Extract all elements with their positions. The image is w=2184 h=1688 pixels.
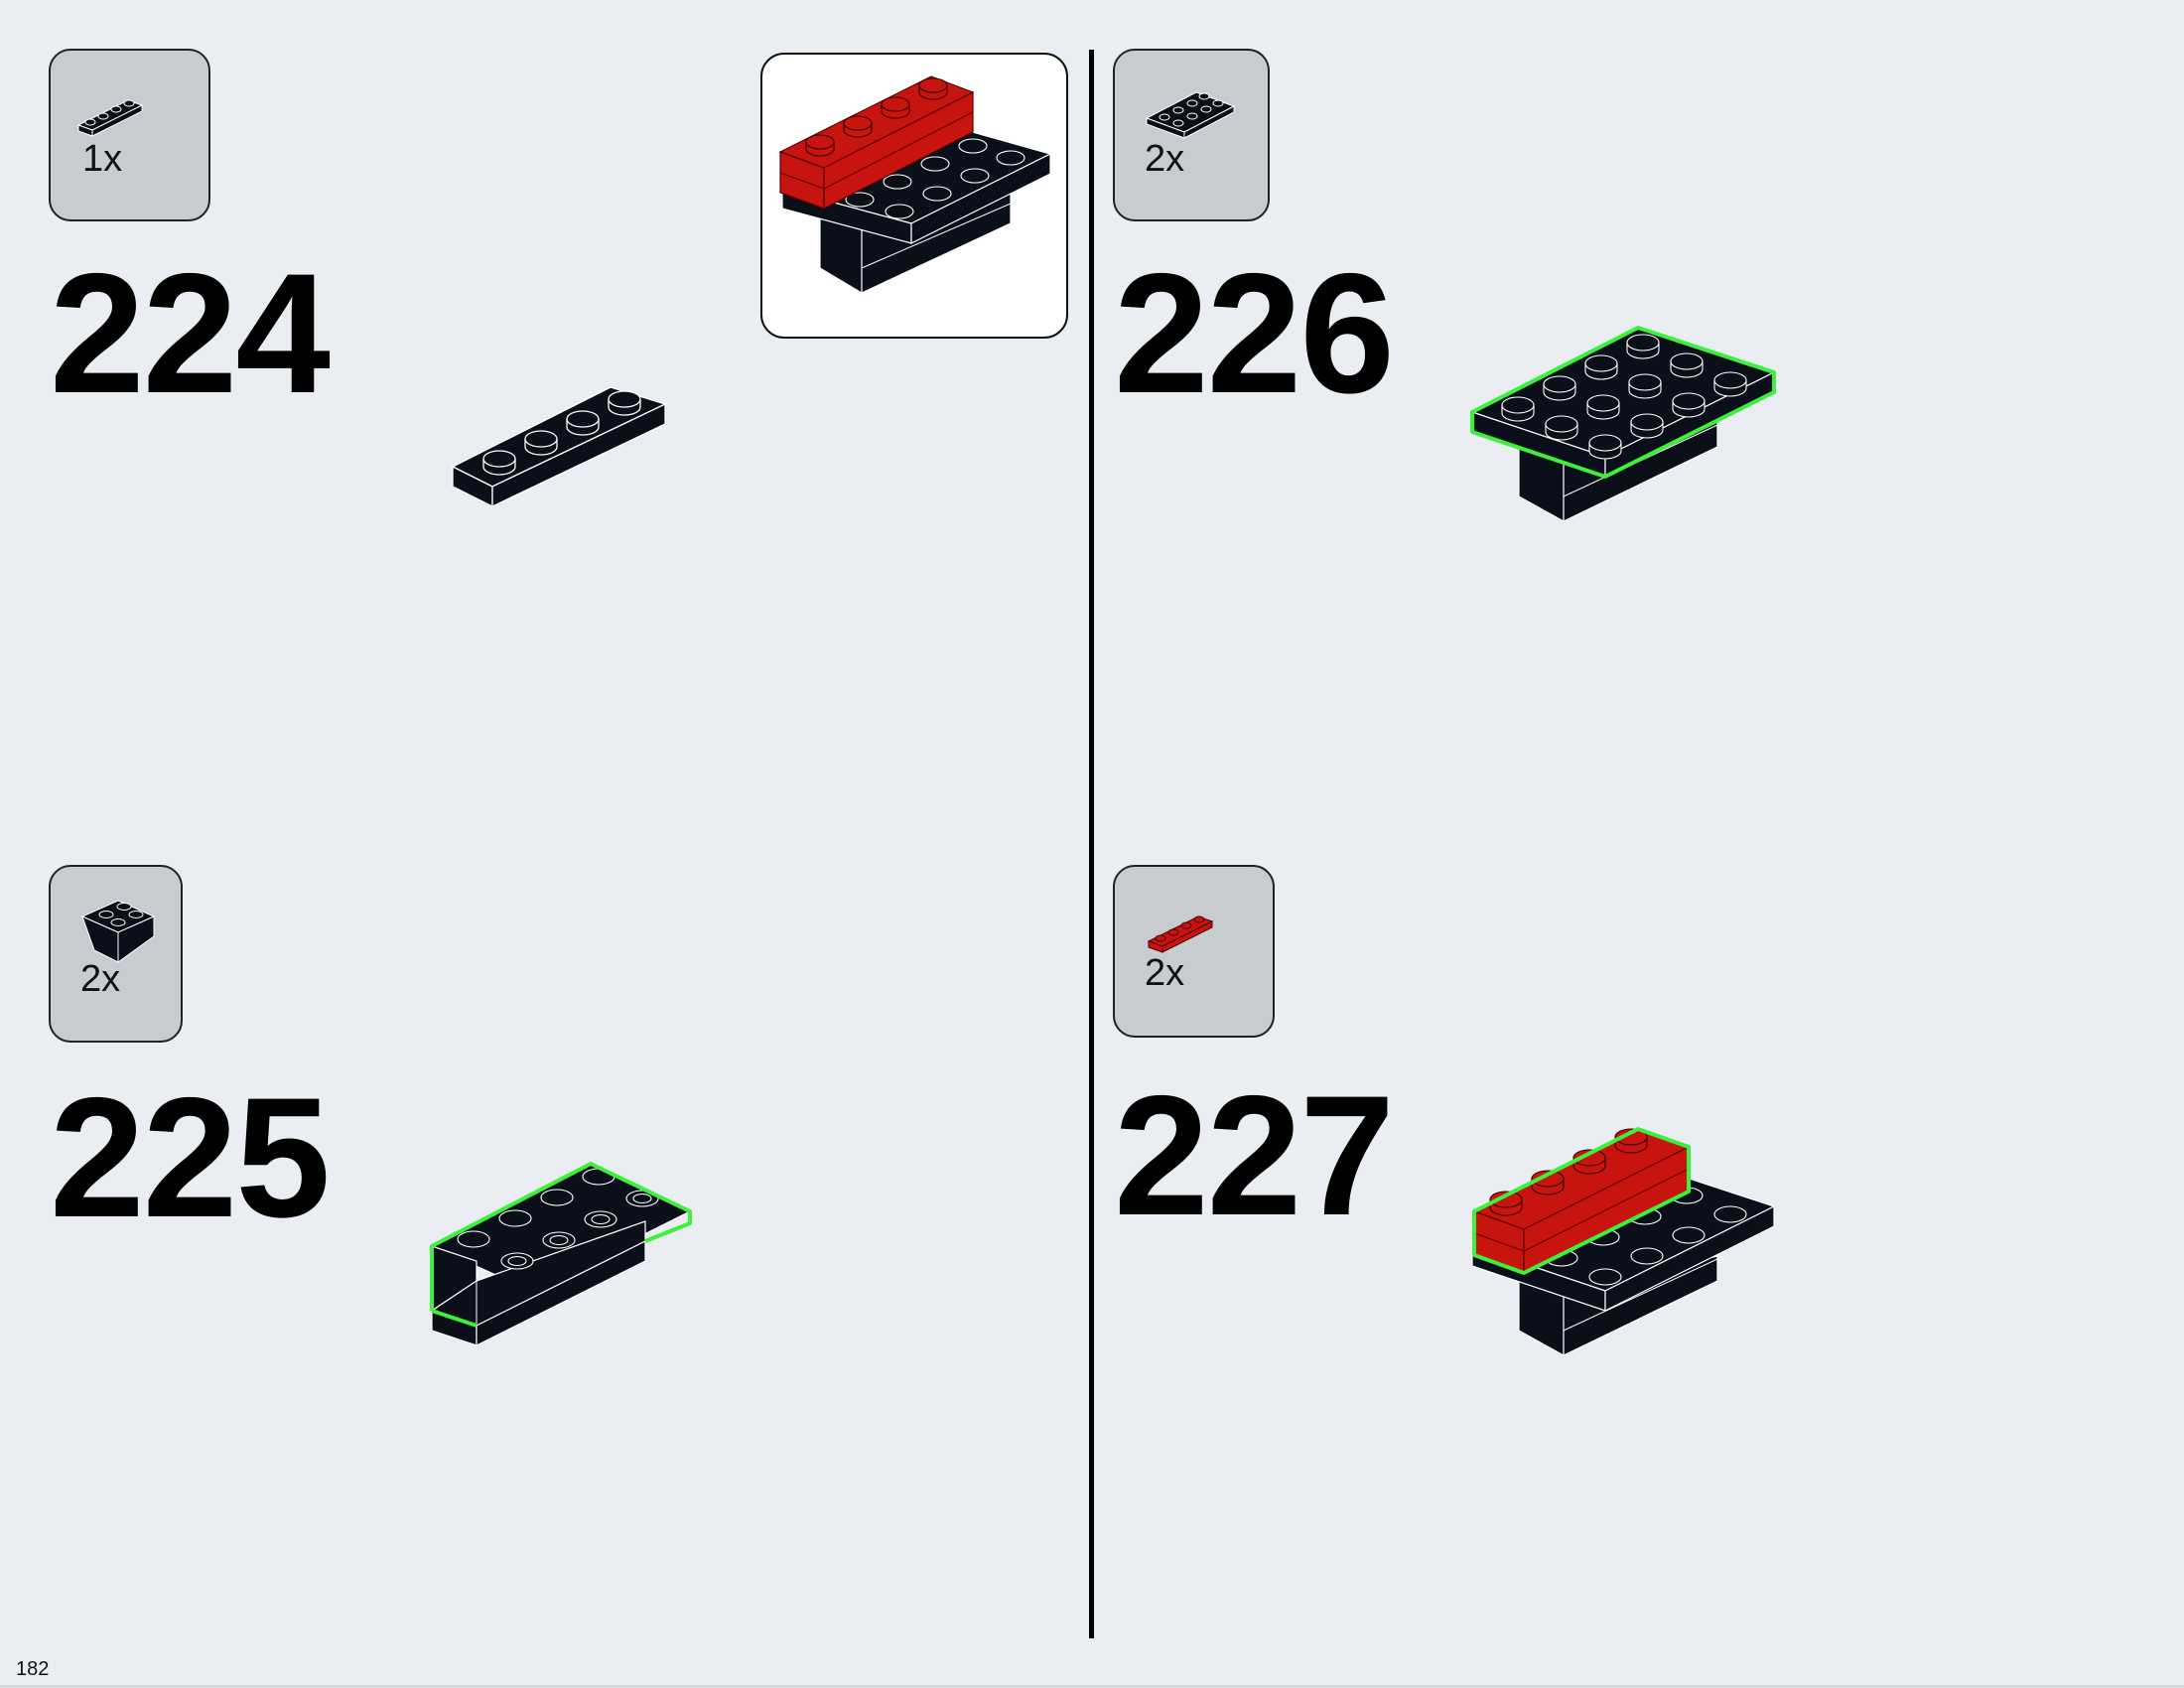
submodel-preview-box: [760, 53, 1068, 339]
step-225-model: [430, 1162, 692, 1346]
step-226-model: [1470, 326, 1776, 523]
black-2x3-plate-icon: [1145, 91, 1236, 139]
submodel-preview-image: [778, 75, 1052, 295]
step-227-model: [1470, 1127, 1776, 1357]
step-226-parts-box: 2x: [1113, 49, 1270, 221]
step-divider-line: [1089, 50, 1094, 1638]
red-1x4-plate-icon: [1147, 915, 1214, 953]
step-225-part-quantity: 2x: [80, 958, 121, 1000]
step-225-parts-box: 2x: [49, 865, 183, 1043]
step-225-number: 225: [50, 1062, 331, 1253]
step-227-number: 227: [1114, 1060, 1395, 1251]
step-226-number: 226: [1114, 238, 1395, 429]
step-227-parts-box: 2x: [1113, 865, 1275, 1038]
step-224-parts-box: 1x: [49, 49, 210, 221]
page-number: 182: [16, 1658, 50, 1680]
step-227-part-quantity: 2x: [1145, 952, 1185, 994]
step-224-part-quantity: 1x: [82, 138, 123, 180]
step-226-part-quantity: 2x: [1145, 138, 1185, 180]
page-bottom-edge: [0, 1685, 2184, 1688]
step-224-number: 224: [50, 238, 331, 429]
step-224-model: [451, 386, 667, 508]
black-1x4-plate-icon: [76, 99, 144, 137]
black-inverted-slope-icon: [80, 900, 156, 963]
